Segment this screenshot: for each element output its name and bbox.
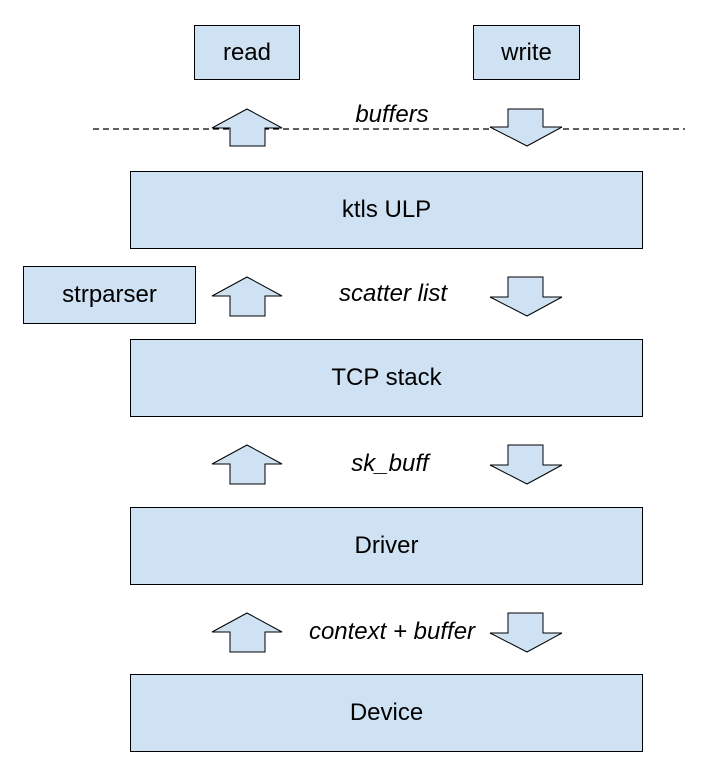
- scatter-list-label: scatter list: [338, 280, 448, 307]
- strparser-box: strparser: [23, 266, 196, 324]
- read-box-label: read: [222, 38, 272, 66]
- read-box: read: [194, 25, 300, 80]
- down-arrow-icon: [489, 108, 563, 147]
- tcp-stack-box-label: TCP stack: [331, 364, 442, 391]
- up-arrow-icon: [211, 612, 283, 653]
- sk-buff-label: sk_buff: [351, 450, 429, 477]
- up-arrow-icon: [211, 276, 283, 317]
- strparser-box-label: strparser: [62, 281, 157, 308]
- device-box-label: Device: [349, 699, 424, 726]
- up-arrow-icon: [211, 444, 283, 485]
- down-arrow-icon: [489, 276, 563, 317]
- write-box-label: write: [501, 38, 552, 66]
- down-arrow-icon: [489, 444, 563, 485]
- ktls-ulp-box-label: ktls ULP: [341, 196, 432, 223]
- ktls-ulp-box: ktls ULP: [130, 171, 643, 249]
- write-box: write: [473, 25, 580, 80]
- buffers-label: buffers: [355, 101, 429, 128]
- context-buffer-label: context + buffer: [308, 618, 476, 645]
- down-arrow-icon: [489, 612, 563, 653]
- tcp-stack-box: TCP stack: [130, 339, 643, 417]
- up-arrow-icon: [211, 108, 283, 147]
- device-box: Device: [130, 674, 643, 752]
- driver-box-label: Driver: [354, 532, 419, 559]
- driver-box: Driver: [130, 507, 643, 585]
